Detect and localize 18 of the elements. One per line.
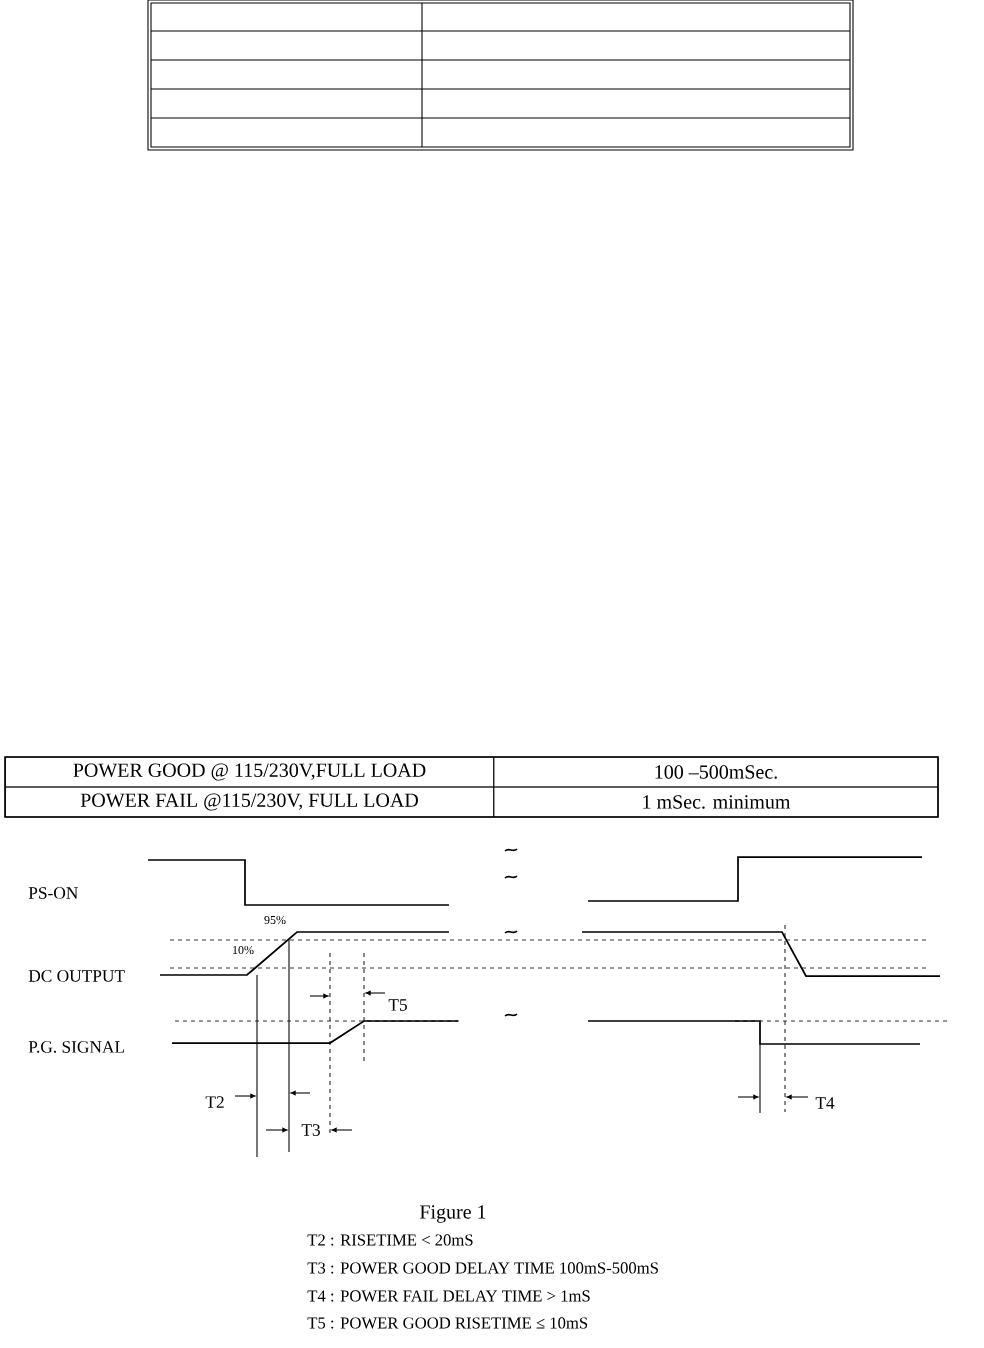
table-cell: 1 mSec. minimum	[493, 786, 939, 818]
note-text: T2 : RISETIME < 20mS	[307, 1234, 473, 1246]
signal-label: P.G. SIGNAL	[28, 1041, 124, 1053]
timing-label: T3	[301, 1124, 320, 1136]
note-text: T5 : POWER GOOD RISETIME ≤ 10mS	[307, 1317, 588, 1329]
table-cell: POWER FAIL @115/230V, FULL LOAD	[5, 786, 494, 818]
note-text: T4 : POWER FAIL DELAY TIME > 1mS	[307, 1290, 590, 1302]
signal-label: PS-ON	[28, 887, 78, 899]
figure-caption: Figure 1	[420, 1205, 486, 1223]
threshold-label: 95%	[264, 915, 286, 925]
timing-label: T5	[388, 999, 407, 1011]
timing-label: T2	[205, 1096, 224, 1108]
threshold-label: 10%	[233, 945, 254, 955]
signal-label: DC OUTPUT	[28, 970, 125, 982]
note-text: T3 : POWER GOOD DELAY TIME 100mS-500mS	[307, 1262, 658, 1274]
table-cell: 100 –500mSec.	[493, 756, 939, 788]
table-cell: POWER GOOD @ 115/230V,FULL LOAD	[5, 756, 494, 788]
timing-label: T4	[815, 1097, 835, 1109]
